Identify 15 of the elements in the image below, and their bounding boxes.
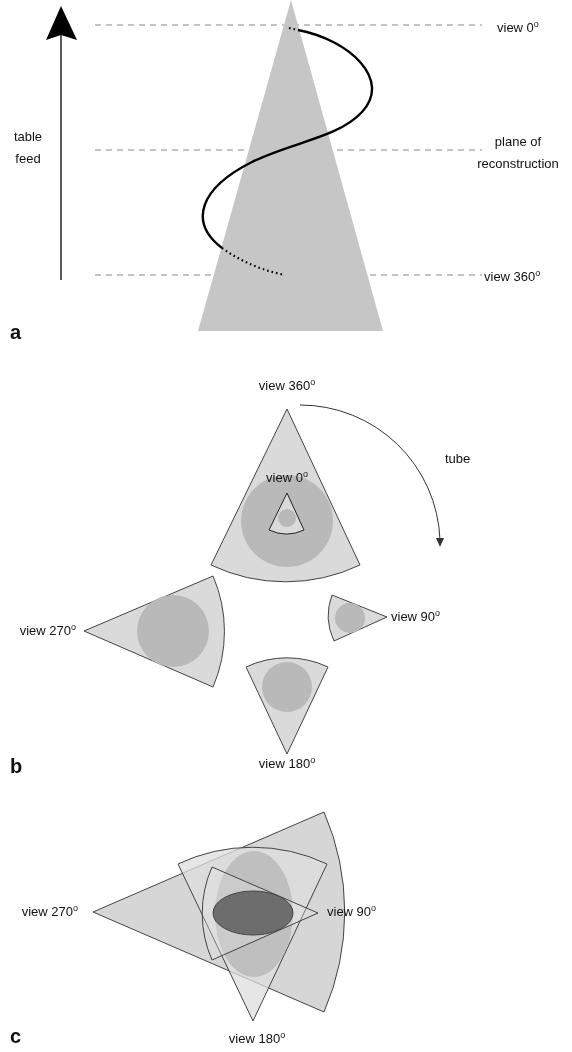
view-label: view 270$^{o}$	[21, 901, 78, 922]
axis-label: plane of reconstruction	[476, 132, 560, 173]
view-label: view 0$^{o}$	[266, 467, 308, 488]
panel-letter: a	[10, 322, 22, 342]
axis-label: table feed	[12, 127, 44, 168]
view-label: view 90$^{o}$	[391, 606, 441, 627]
panel-letter: b	[10, 756, 23, 776]
view-label: view 270$^{o}$	[19, 620, 76, 641]
view-label: view 0$^{o}$	[497, 17, 539, 38]
view-label: view 180$^{o}$	[228, 1028, 286, 1049]
view-label: view 360$^{o}$	[258, 375, 316, 396]
view-label: view 180$^{o}$	[258, 753, 316, 774]
panel-letter: c	[10, 1026, 22, 1046]
view-label: tube	[445, 449, 471, 468]
view-label: view 360$^{o}$	[484, 266, 541, 287]
